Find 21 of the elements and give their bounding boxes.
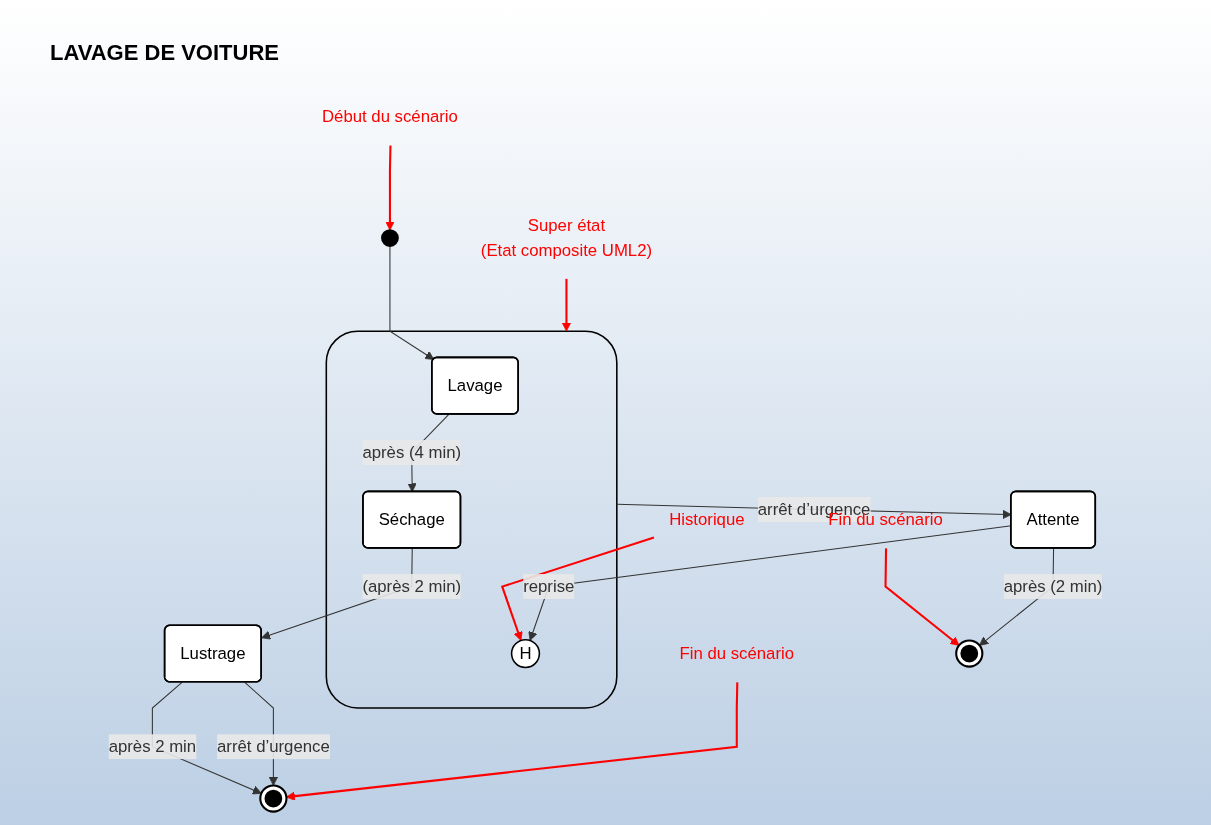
arrow [389, 245, 435, 360]
node-circle: H [510, 638, 541, 669]
node-circle [955, 639, 984, 668]
edge-label: après 2 min [108, 737, 197, 756]
edge-label: après (4 min) [362, 443, 462, 461]
edge-label: reprise [523, 577, 575, 595]
edge-label: arrêt d’urgence [217, 737, 330, 756]
node-circle [381, 229, 399, 247]
arrow [385, 145, 395, 231]
node-text: Début du scénario [321, 107, 458, 126]
edge-label: (après 2 min) [362, 577, 462, 595]
arrow [884, 548, 960, 646]
node-text: Historique [669, 510, 745, 528]
node-text: Fin du scénario [679, 644, 795, 662]
edge-label: après (2 min) [1003, 577, 1103, 595]
diagram-title: LAVAGE DE VOITURE [50, 40, 279, 66]
arrow [500, 536, 655, 641]
arrow [561, 278, 572, 332]
cluster [325, 330, 618, 709]
node-circle [259, 784, 288, 813]
node-text: Super état (Etat composite UML2) [480, 216, 653, 259]
